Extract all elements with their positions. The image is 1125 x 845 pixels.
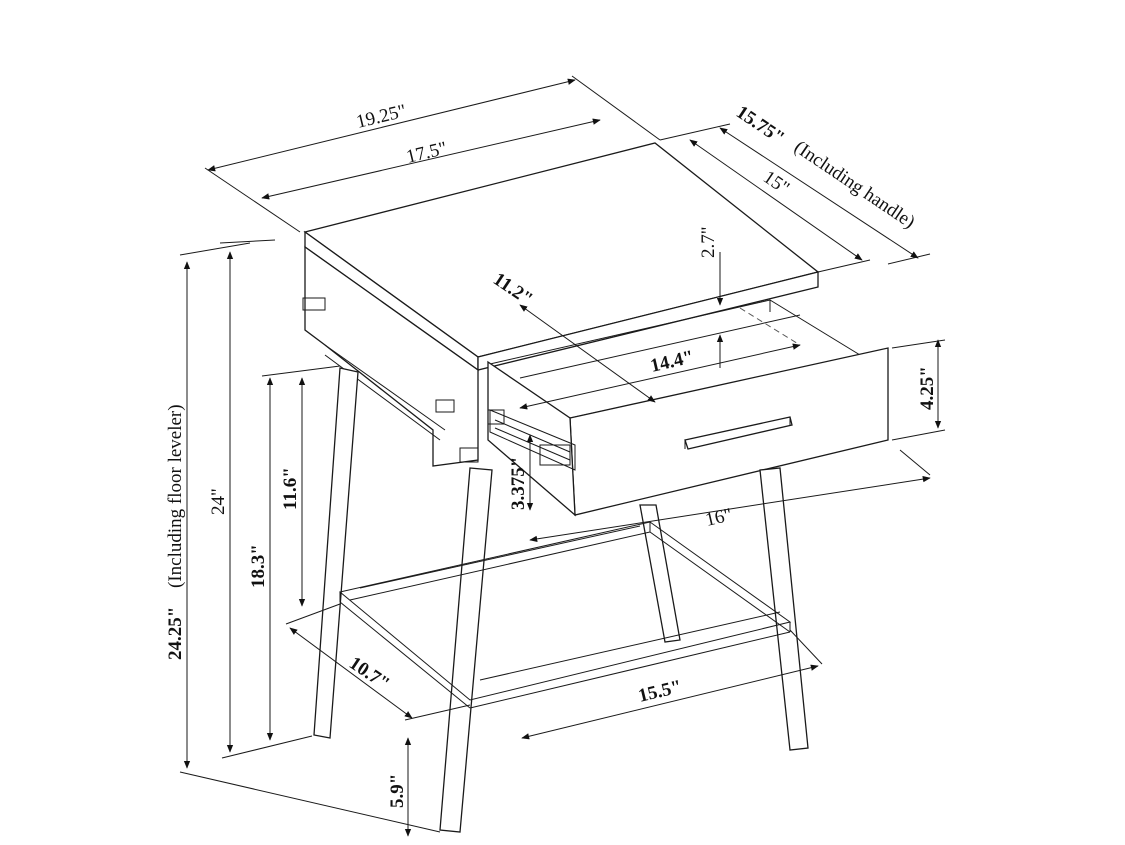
label-shelf-depth: 10.7": [345, 653, 393, 695]
label-drawer-height: 4.25": [917, 366, 938, 410]
label-height-note: (Including floor leveler): [165, 404, 186, 588]
label-bottom-width: 16": [703, 504, 734, 530]
label-drawer-inner-height: 3.375": [508, 457, 529, 510]
label-height: 24": [208, 488, 229, 515]
label-overall-width: 19.25": [354, 101, 408, 133]
leg-right-front: [759, 467, 809, 751]
lower-shelf: [338, 521, 792, 709]
label-depth-note: (Including handle): [790, 137, 919, 233]
label-drawer-width: 14.4": [648, 347, 695, 377]
label-top-depth: 15": [759, 167, 793, 199]
label-shelf-width: 15.5": [636, 676, 684, 707]
leg-left-back: [313, 367, 359, 739]
dimension-lines: [179, 75, 946, 837]
label-upper-leg: 11.6": [280, 467, 301, 510]
label-top-thickness: 2.7": [698, 226, 719, 258]
drawer-side: [487, 360, 576, 517]
drawer-handle: [684, 416, 793, 450]
label-leg-height: 18.3": [248, 544, 269, 588]
leg-left-front: [439, 467, 493, 833]
side-panel: [304, 245, 479, 467]
label-top-width: 17.5": [404, 138, 449, 168]
label-floor-clearance: 5.9": [387, 774, 408, 808]
table-outline: [302, 142, 889, 833]
label-overall-height: 24.25": [165, 607, 186, 660]
leg-right-back: [639, 504, 681, 643]
